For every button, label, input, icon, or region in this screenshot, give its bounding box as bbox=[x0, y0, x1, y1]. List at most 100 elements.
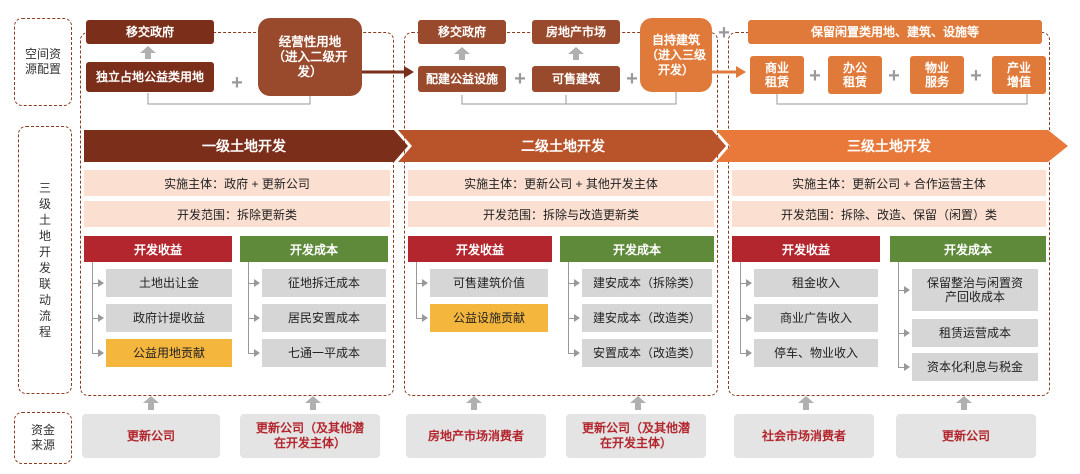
s1c-tri-0 bbox=[254, 279, 260, 287]
stage2-revenue-0: 可售建筑价值 bbox=[430, 269, 548, 297]
s1r-tree bbox=[92, 262, 93, 354]
s2c-tri-0 bbox=[574, 279, 580, 287]
s3r-tree bbox=[740, 262, 741, 354]
s3-item-2: 物业服务 bbox=[910, 56, 964, 94]
stage1-revenue-header: 开发收益 bbox=[84, 236, 232, 262]
s1-public-land: 独立占地公益类用地 bbox=[86, 62, 214, 92]
s2-up-stem-1 bbox=[459, 54, 465, 60]
s1r-tri-1 bbox=[98, 314, 104, 322]
side-label-space: 空间资源配置 bbox=[14, 18, 72, 106]
s3-item-3: 产业增值 bbox=[992, 56, 1046, 94]
stage-title-1: 一级土地开发 bbox=[202, 138, 286, 154]
stage3-revenue-0: 租金收入 bbox=[754, 269, 878, 297]
stage3-cost-1: 租赁运营成本 bbox=[912, 319, 1038, 347]
s1c-tree bbox=[248, 262, 249, 354]
s1-commercial-land: 经营性用地（进入二级开发） bbox=[258, 18, 362, 96]
s1r-tri-0 bbox=[98, 279, 104, 287]
fund-arrow-2 bbox=[466, 396, 482, 403]
s1r-tri-2 bbox=[98, 349, 104, 357]
stage2-scope: 开发范围：拆除与改造更新类 bbox=[408, 201, 714, 227]
fund-stem-1 bbox=[310, 403, 316, 410]
stage2-cost-header: 开发成本 bbox=[560, 236, 714, 262]
s1c-branch-0 bbox=[248, 283, 256, 284]
side-label-stages-text: 三级土地开发联动流程 bbox=[38, 181, 51, 339]
s1-up-arrow bbox=[140, 46, 156, 53]
stage1-cost-2: 七通一平成本 bbox=[262, 339, 386, 367]
s2-up-arrow-2 bbox=[568, 47, 584, 54]
fund-1: 更新公司（及其他潜在开发主体） bbox=[240, 414, 380, 458]
s3c-tri-1 bbox=[904, 329, 910, 337]
stage3-implementer: 实施主体：更新公司 + 合作运营主体 bbox=[732, 170, 1046, 196]
s2-plus-1: + bbox=[514, 68, 526, 90]
s2r-tri-1 bbox=[422, 314, 428, 322]
s3r-branch-1 bbox=[740, 318, 748, 319]
s3-idle-label: 保留闲置类用地、建筑、设施等 bbox=[810, 25, 979, 39]
stage2-cost-0: 建安成本（拆除类） bbox=[582, 269, 712, 297]
s3-item-2-label: 物业服务 bbox=[924, 61, 949, 89]
s1-public-land-label: 独立占地公益类用地 bbox=[95, 70, 204, 84]
stage3-revenue-1: 商业广告收入 bbox=[754, 304, 878, 332]
s1-plus: + bbox=[231, 72, 243, 94]
s3c-branch-0 bbox=[898, 290, 906, 291]
s3c-branch-1 bbox=[898, 333, 906, 334]
s2c-branch-1 bbox=[568, 318, 576, 319]
s3r-tri-1 bbox=[746, 314, 752, 322]
s1r-branch-0 bbox=[92, 283, 100, 284]
s3r-tri-0 bbox=[746, 279, 752, 287]
stage3-cost-0: 保留整治与闲置资产回收成本 bbox=[912, 269, 1038, 311]
s3c-tri-0 bbox=[904, 286, 910, 294]
s3c-tri-2 bbox=[904, 363, 910, 371]
fund-0: 更新公司 bbox=[82, 414, 220, 458]
stage2-revenue-header: 开发收益 bbox=[408, 236, 552, 262]
s3-item-1-label: 办公租赁 bbox=[842, 61, 867, 89]
s2-self-held: 自持建筑（进入三级开发） bbox=[640, 18, 712, 92]
s1-commercial-land-label: 经营性用地（进入二级开发） bbox=[272, 34, 348, 79]
s1-transfer-gov: 移交政府 bbox=[86, 20, 214, 44]
s1-transfer-gov-label: 移交政府 bbox=[125, 25, 174, 39]
fund-stem-5 bbox=[961, 403, 967, 410]
stage2-implementer: 实施主体：更新公司 + 其他开发主体 bbox=[408, 170, 714, 196]
s3-idle: 保留闲置类用地、建筑、设施等 bbox=[748, 20, 1042, 44]
s1r-branch-2 bbox=[92, 353, 100, 354]
s3c-tree bbox=[898, 262, 899, 368]
side-label-stages: 三级土地开发联动流程 bbox=[18, 126, 72, 394]
s3c-branch-2 bbox=[898, 367, 906, 368]
stage-title-3: 三级土地开发 bbox=[847, 138, 931, 154]
s2r-tri-0 bbox=[422, 279, 428, 287]
stage1-cost-header: 开发成本 bbox=[240, 236, 388, 262]
fund-arrow-5 bbox=[956, 396, 972, 403]
s2-up-stem-2 bbox=[573, 54, 579, 60]
stage2-cost-2: 安置成本（改造类） bbox=[582, 339, 712, 367]
fund-arrow-0 bbox=[143, 396, 159, 403]
s3-plus-1: + bbox=[809, 65, 821, 87]
fund-3: 更新公司（及其他潜在开发主体） bbox=[566, 414, 706, 458]
s1c-branch-1 bbox=[248, 318, 256, 319]
fund-stem-2 bbox=[471, 403, 477, 410]
side-label-space-text: 空间资源配置 bbox=[24, 47, 61, 76]
stage3-cost-2: 资本化利息与税金 bbox=[912, 353, 1038, 381]
s1c-tri-1 bbox=[254, 314, 260, 322]
s2-real-estate-market: 房地产市场 bbox=[532, 20, 620, 44]
s1-up-stem bbox=[145, 53, 151, 59]
s2-public-facility-label: 配建公益设施 bbox=[425, 72, 498, 86]
s2r-tree bbox=[416, 262, 417, 319]
stage1-frame bbox=[80, 32, 394, 396]
stage1-revenue-1: 政府计提收益 bbox=[106, 304, 232, 332]
s1r-branch-1 bbox=[92, 318, 100, 319]
s3r-branch-0 bbox=[740, 283, 748, 284]
fund-5: 更新公司 bbox=[896, 414, 1036, 458]
s3-item-0: 商业租赁 bbox=[750, 56, 804, 94]
stage3-revenue-2: 停车、物业收入 bbox=[754, 339, 878, 367]
stage1-revenue-0: 土地出让金 bbox=[106, 269, 232, 297]
s2r-branch-1 bbox=[416, 318, 424, 319]
fund-4: 社会市场消费者 bbox=[734, 414, 874, 458]
fund-2: 房地产市场消费者 bbox=[406, 414, 546, 458]
fund-stem-4 bbox=[803, 403, 809, 410]
fund-arrow-1 bbox=[305, 396, 321, 403]
stage3-scope: 开发范围：拆除、改造、保留（闲置）类 bbox=[732, 201, 1046, 227]
s2c-tree bbox=[568, 262, 569, 354]
fund-stem-0 bbox=[148, 403, 154, 410]
stage-title-2: 二级土地开发 bbox=[521, 138, 605, 154]
